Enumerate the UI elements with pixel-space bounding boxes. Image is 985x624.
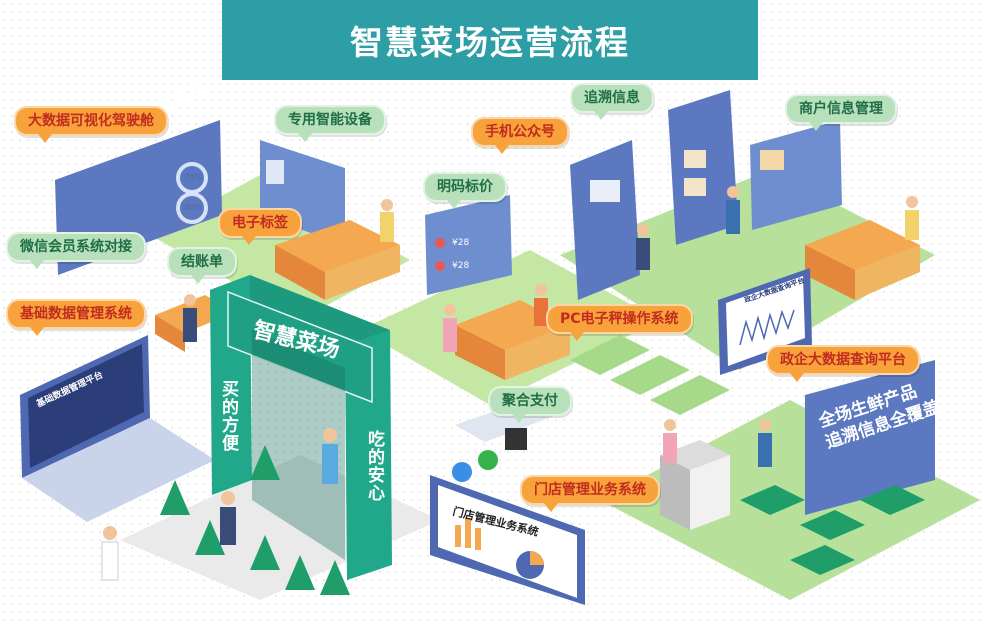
store-bar-chart (455, 518, 481, 550)
trace-item-2 (684, 178, 706, 196)
callout-wechat: 微信会员系统对接 (6, 232, 146, 269)
people (101, 186, 919, 581)
right-floor (560, 170, 935, 370)
mobile-phone (570, 140, 640, 300)
title-banner: 智慧菜场运营流程 (222, 0, 758, 80)
stall-left (275, 220, 400, 300)
callout-pc-scale: PC电子秤操作系统 (546, 304, 693, 341)
shop-kiosk (660, 440, 730, 530)
laptop-keyboard (22, 418, 215, 522)
price-label-2: ¥28 (452, 261, 470, 271)
ring-label-2: 40% (184, 203, 202, 212)
stall-right (805, 220, 920, 300)
merchant-panel (750, 120, 842, 230)
callout-mobile: 手机公众号 (471, 117, 569, 154)
walkway-tiles (570, 335, 730, 415)
gate-top (210, 275, 390, 348)
ring-label-1: 70% (184, 173, 202, 182)
ring-chart-2 (176, 192, 208, 224)
alipay-badge (452, 462, 472, 482)
trace-item-1 (684, 150, 706, 168)
callout-price-tag: 明码标价 (423, 172, 507, 209)
phone-product (590, 180, 620, 202)
callout-store-mgmt: 门店管理业务系统 (520, 475, 660, 512)
price-fruit-1 (435, 238, 445, 248)
gate-right-text: 吃的安心 (364, 430, 384, 502)
fresh-board (805, 360, 935, 515)
merchant-avatar (760, 150, 784, 170)
callout-trace: 追溯信息 (570, 83, 654, 120)
page-title: 智慧菜场运营流程 (350, 23, 630, 62)
price-label-1: ¥28 (452, 238, 470, 248)
callout-gov-platform: 政企大数据查询平台 (766, 345, 920, 382)
gov-monitor-screen (726, 276, 805, 366)
payment-qr (505, 428, 527, 450)
laptop-display (28, 344, 144, 468)
callout-e-label: 电子标签 (218, 208, 302, 245)
wechat-badge (478, 450, 498, 470)
callout-devices: 专用智能设备 (274, 105, 386, 142)
gate-sign-plate (227, 290, 373, 404)
gov-line-chart (739, 309, 795, 346)
callout-base-data: 基础数据管理系统 (6, 299, 146, 336)
trace-tiles (740, 485, 925, 575)
callout-bigdata: 大数据可视化驾驶舱 (14, 106, 168, 143)
gate-left-text: 买的方便 (218, 380, 238, 452)
gate-arch-inner (252, 330, 345, 560)
trees (160, 445, 350, 595)
callout-checkout: 结账单 (167, 247, 237, 284)
callout-merchant: 商户信息管理 (785, 94, 897, 131)
qr-block (266, 160, 284, 184)
callout-payment: 聚合支付 (488, 386, 572, 423)
price-screen (425, 195, 512, 295)
price-fruit-2 (435, 261, 445, 271)
